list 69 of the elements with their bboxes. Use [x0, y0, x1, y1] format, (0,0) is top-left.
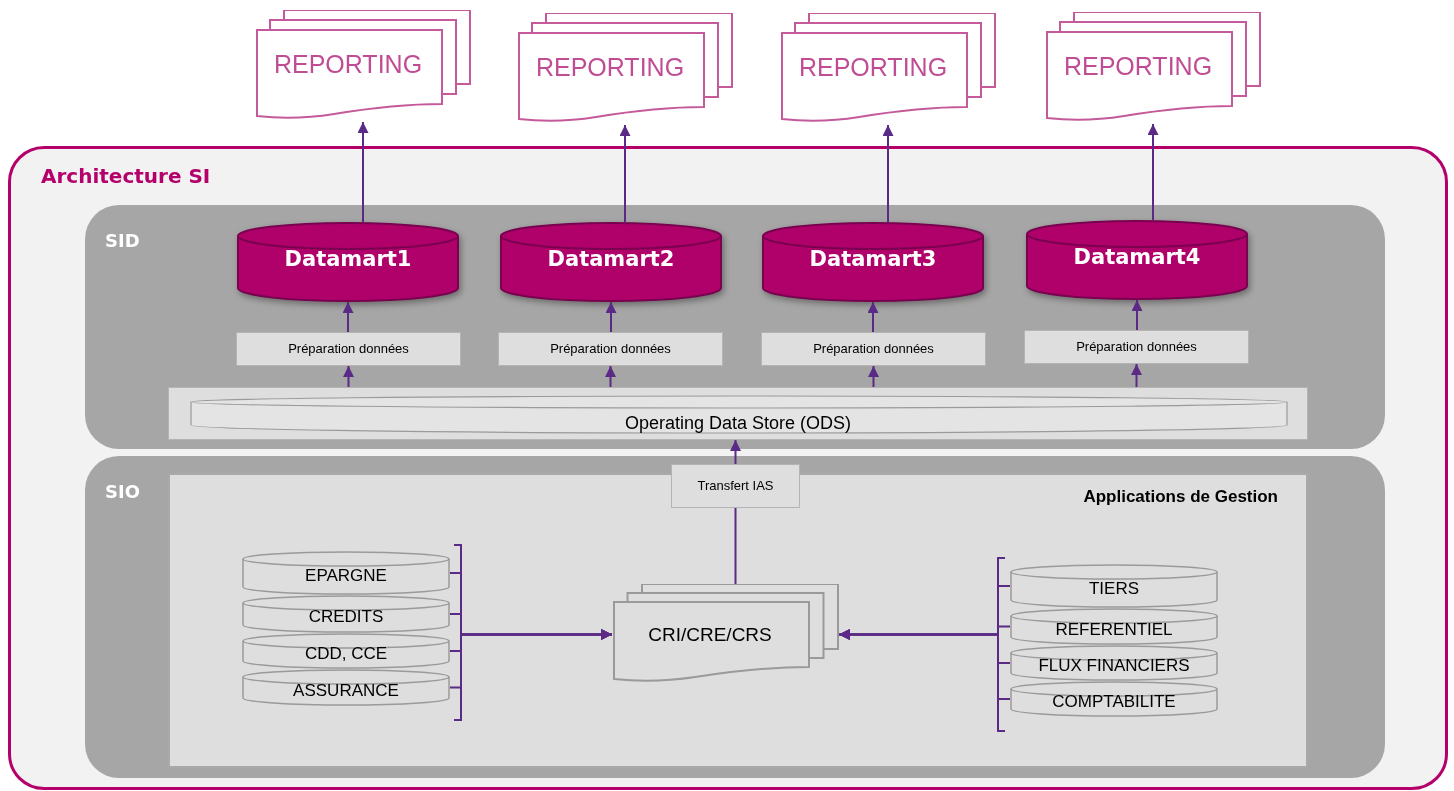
database-label: CREDITS	[308, 606, 384, 629]
datamart-label: Datamart3	[809, 246, 937, 273]
layer-band	[85, 205, 1385, 449]
datamart-label: Datamart1	[284, 246, 412, 273]
process-label: Préparation données	[1076, 338, 1197, 357]
document-stack	[612, 584, 839, 685]
arrow	[1147, 123, 1159, 221]
database-segment	[1010, 681, 1218, 717]
arrow	[342, 301, 354, 333]
report-document-stack	[780, 13, 996, 125]
database-segment	[1010, 608, 1218, 645]
database-cylinder	[500, 222, 722, 302]
arrow	[605, 365, 616, 388]
arrow	[838, 629, 1011, 700]
arrow	[605, 301, 617, 333]
applications-panel	[168, 473, 1308, 768]
arrow	[867, 301, 879, 333]
panel-title: Applications de Gestion	[1083, 487, 1278, 506]
database-cylinder	[237, 222, 459, 302]
layer-title: SIO	[105, 481, 140, 502]
layer-band	[85, 456, 1385, 778]
database-label: CDD, CCE	[304, 643, 388, 666]
layer-title: SID	[105, 230, 140, 251]
process-box	[236, 332, 461, 366]
database-label: COMPTABILITE	[1052, 691, 1176, 714]
database-segment	[242, 595, 450, 633]
report-label: REPORTING	[273, 49, 423, 81]
arrow	[1131, 363, 1142, 388]
frame-title: Architecture SI	[41, 164, 211, 188]
report-document-stack	[255, 10, 471, 122]
arrow	[868, 365, 879, 388]
database-segment	[1010, 645, 1218, 681]
process-box	[761, 332, 986, 366]
arrow	[1131, 299, 1143, 331]
arrow	[357, 121, 369, 223]
database-label: ASSURANCE	[293, 679, 399, 702]
data-store-box	[168, 387, 1308, 440]
database-cylinder	[1026, 220, 1248, 300]
process-box	[671, 464, 800, 508]
arrow	[343, 365, 354, 388]
document-label: CRI/CRE/CRS	[648, 622, 772, 647]
arrow	[882, 124, 894, 223]
report-label: REPORTING	[798, 52, 948, 84]
datamart-label: Datamart4	[1073, 244, 1201, 271]
process-label: Transfert IAS	[697, 477, 774, 496]
report-document-stack	[1045, 12, 1261, 124]
database-label: TIERS	[1088, 578, 1140, 601]
process-label: Préparation données	[550, 340, 671, 359]
database-segment	[242, 669, 450, 706]
process-label: Préparation données	[288, 340, 409, 359]
datamart-label: Datamart2	[547, 246, 675, 273]
data-store-label: Operating Data Store (ODS)	[624, 412, 852, 435]
database-label: REFERENTIEL	[1055, 618, 1173, 641]
arrow	[449, 629, 613, 689]
arrow	[730, 439, 741, 465]
report-label: REPORTING	[1063, 51, 1213, 83]
database-segment	[242, 551, 450, 595]
database-cylinder	[762, 222, 984, 302]
arrow	[619, 124, 631, 223]
process-label: Préparation données	[813, 340, 934, 359]
report-label: REPORTING	[535, 52, 685, 84]
database-label: FLUX FINANCIERS	[1038, 655, 1190, 678]
database-segment	[242, 633, 450, 669]
database-segment	[1010, 564, 1218, 608]
report-document-stack	[517, 13, 733, 125]
architecture-frame	[8, 146, 1448, 790]
process-box	[498, 332, 723, 366]
database-label: EPARGNE	[305, 565, 387, 588]
process-box	[1024, 330, 1249, 364]
